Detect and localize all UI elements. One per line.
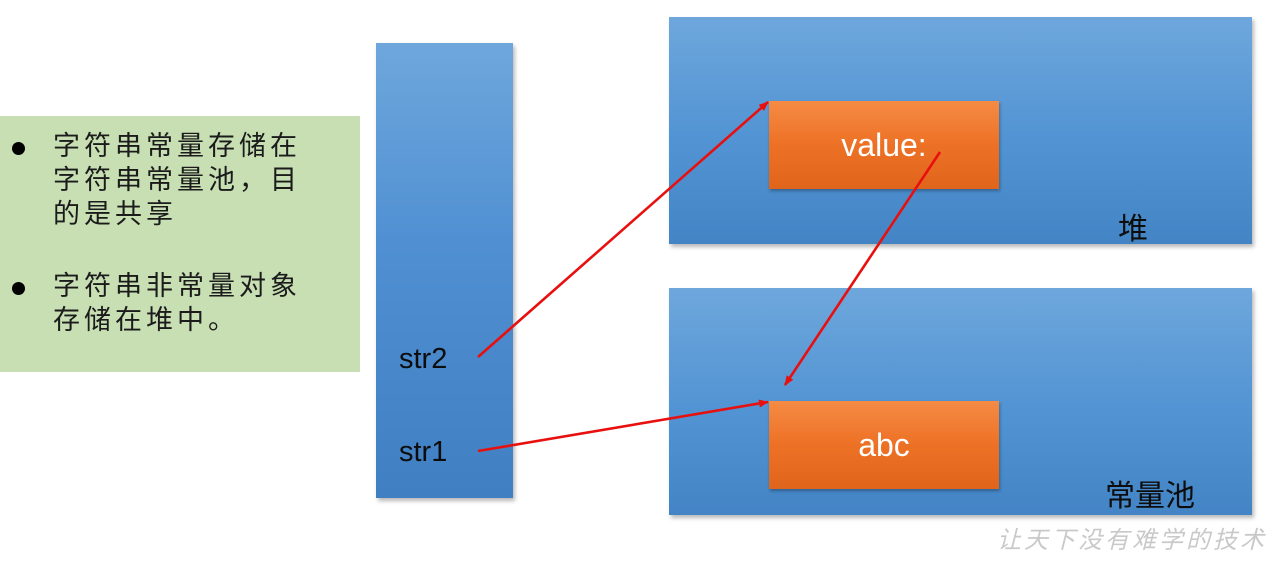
- pool-string-literal: abc: [769, 401, 999, 489]
- note-item-heap: 字符串非常量对象存储在堆中。: [12, 270, 350, 338]
- heap-string-object: value:: [769, 101, 999, 189]
- note-item-constant-pool: 字符串常量存储在字符串常量池，目的是共享: [12, 130, 350, 232]
- heap-object-text: value:: [841, 126, 927, 163]
- note-text: 字符串常量存储在字符串常量池，目的是共享: [53, 131, 301, 230]
- note-text: 字符串非常量对象存储在堆中。: [53, 271, 301, 336]
- heap-label: 堆: [1118, 212, 1148, 247]
- arrow-str1-to-pool: [477, 399, 769, 453]
- arrow-str2-to-heap: [477, 101, 769, 358]
- variable-str2-label: str2: [399, 343, 448, 375]
- pool-object-text: abc: [858, 426, 910, 463]
- watermark-text: 让天下没有难学的技术: [997, 526, 1267, 554]
- note-box: 字符串常量存储在字符串常量池，目的是共享 字符串非常量对象存储在堆中。: [0, 116, 360, 372]
- stack-column: [376, 43, 513, 498]
- constant-pool-label: 常量池: [1105, 479, 1195, 514]
- bullet-dot-icon: [12, 282, 25, 295]
- variable-str1-label: str1: [399, 436, 448, 468]
- arrow-value-to-pool: [783, 151, 942, 386]
- bullet-dot-icon: [12, 142, 25, 155]
